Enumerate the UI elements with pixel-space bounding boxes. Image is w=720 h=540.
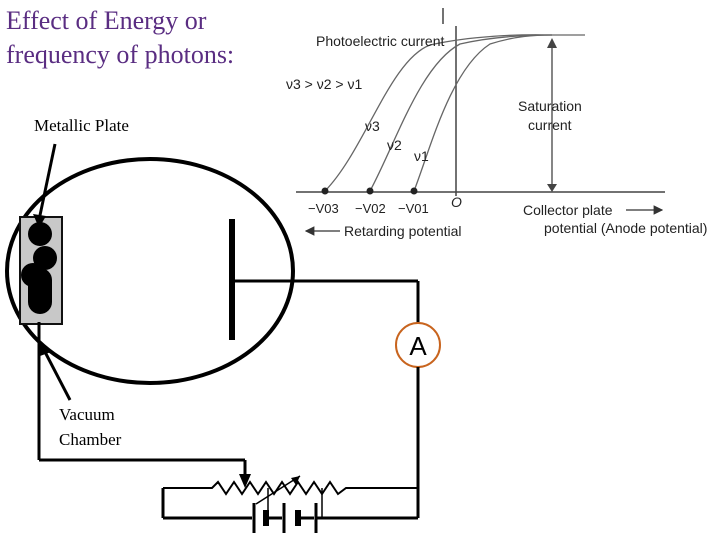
curve-nu2 <box>369 34 553 192</box>
vacuum-chamber-label: Vacuum Chamber <box>59 402 121 452</box>
vacuum-pointer <box>42 349 72 401</box>
slide-title: Effect of Energy or frequency of photons… <box>6 6 235 69</box>
ammeter-label: A <box>409 331 427 361</box>
frequency-relation: ν3 > ν2 > ν1 <box>286 76 362 92</box>
saturation-arrow-bottom <box>547 184 557 192</box>
y-axis-label: Photoelectric current <box>316 33 445 49</box>
rheostat-variable-arrow <box>255 475 301 505</box>
origin-label: O <box>451 194 462 210</box>
rheostat-variable-arrowhead <box>291 476 300 485</box>
vacuum-label-line1: Vacuum <box>59 405 115 424</box>
photoelectric-apparatus: A <box>5 143 441 533</box>
label-nu2: ν2 <box>387 137 402 153</box>
metallic-plate-label: Metallic Plate <box>34 116 129 135</box>
saturation-arrow-top <box>547 38 557 48</box>
label-nu3: ν3 <box>365 118 380 134</box>
rheostat-coil <box>163 480 418 496</box>
stopping-point-v02 <box>366 187 374 195</box>
curve-nu1 <box>413 34 553 192</box>
vacuum-chamber <box>5 157 295 385</box>
stopping-point-v03 <box>321 187 329 195</box>
metallic-plate-pointer-head <box>33 214 46 228</box>
slider-arrow <box>239 474 251 488</box>
collector-label-line1: Collector plate <box>523 202 613 218</box>
cathode-blob-2 <box>33 246 57 270</box>
label-v03: −V03 <box>308 201 339 216</box>
saturation-label-line2: current <box>528 117 572 133</box>
collector-label-line2: potential (Anode potential) <box>544 220 707 236</box>
label-v02: −V02 <box>355 201 386 216</box>
cathode-blob-4 <box>28 268 52 314</box>
cathode-blob-1 <box>28 222 52 246</box>
vacuum-pointer-head <box>40 343 51 356</box>
label-nu1: ν1 <box>414 148 429 164</box>
metallic-plate-pointer <box>37 143 57 221</box>
stopping-point-v01 <box>410 187 418 195</box>
saturation-label-line1: Saturation <box>518 98 582 114</box>
retarding-label: Retarding potential <box>344 223 462 239</box>
vacuum-label-line2: Chamber <box>59 430 122 449</box>
label-v01: −V01 <box>398 201 429 216</box>
photocurrent-graph: Photoelectric current ν3 > ν2 > ν1 ν3 ν2… <box>286 8 707 239</box>
curve-nu3 <box>324 34 553 192</box>
